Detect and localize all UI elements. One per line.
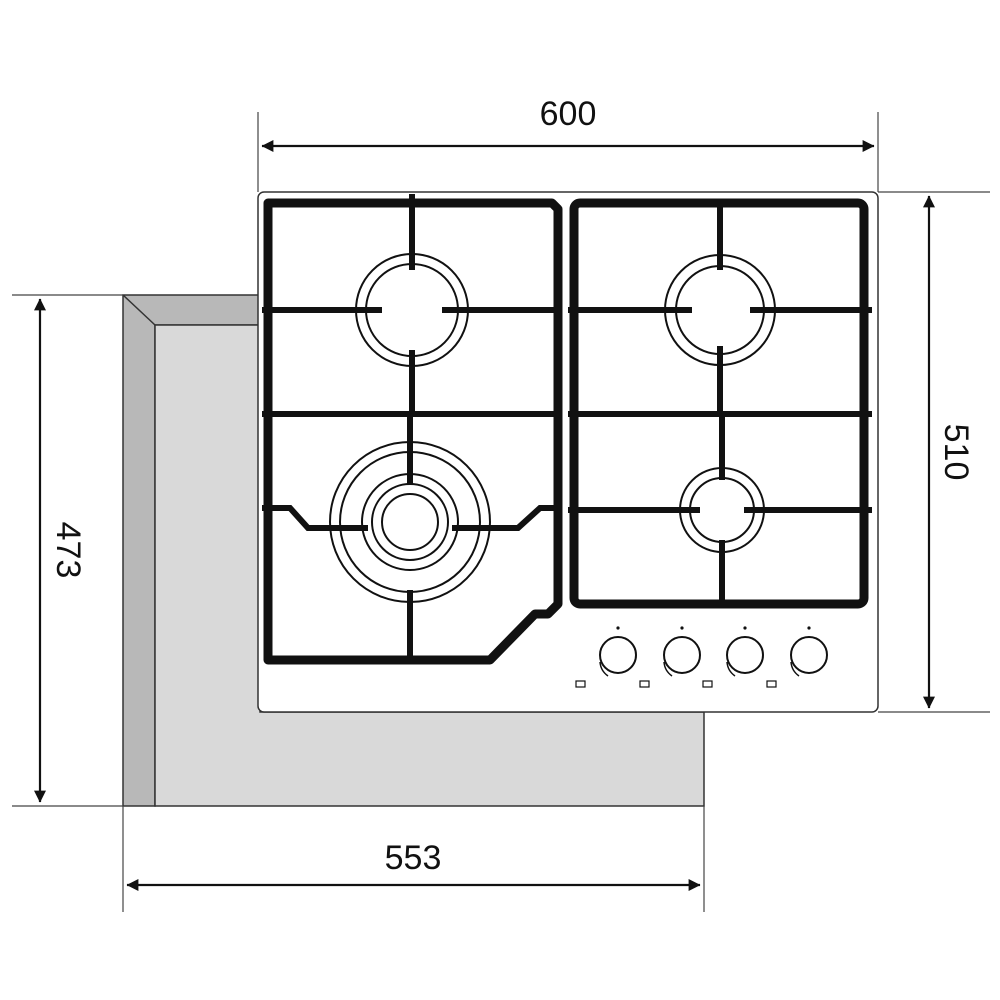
knob-1[interactable] [575, 626, 637, 688]
grate-right [568, 198, 872, 609]
hob-glass-top [257, 191, 879, 713]
label-553: 553 [385, 839, 442, 877]
label-473: 473 [49, 522, 87, 579]
dimension-depth-left: 473 [12, 294, 123, 807]
dimension-depth-right: 510 [878, 191, 990, 713]
dimension-width-top: 600 [257, 95, 879, 192]
cutout-corner-edge [122, 294, 156, 326]
label-510: 510 [937, 424, 975, 481]
knob-2[interactable] [639, 626, 701, 688]
grate-left [262, 194, 563, 665]
dimension-width-bottom: 553 [122, 806, 705, 912]
label-600: 600 [540, 95, 597, 133]
knob-4[interactable] [766, 626, 828, 688]
knob-3[interactable] [702, 626, 764, 688]
